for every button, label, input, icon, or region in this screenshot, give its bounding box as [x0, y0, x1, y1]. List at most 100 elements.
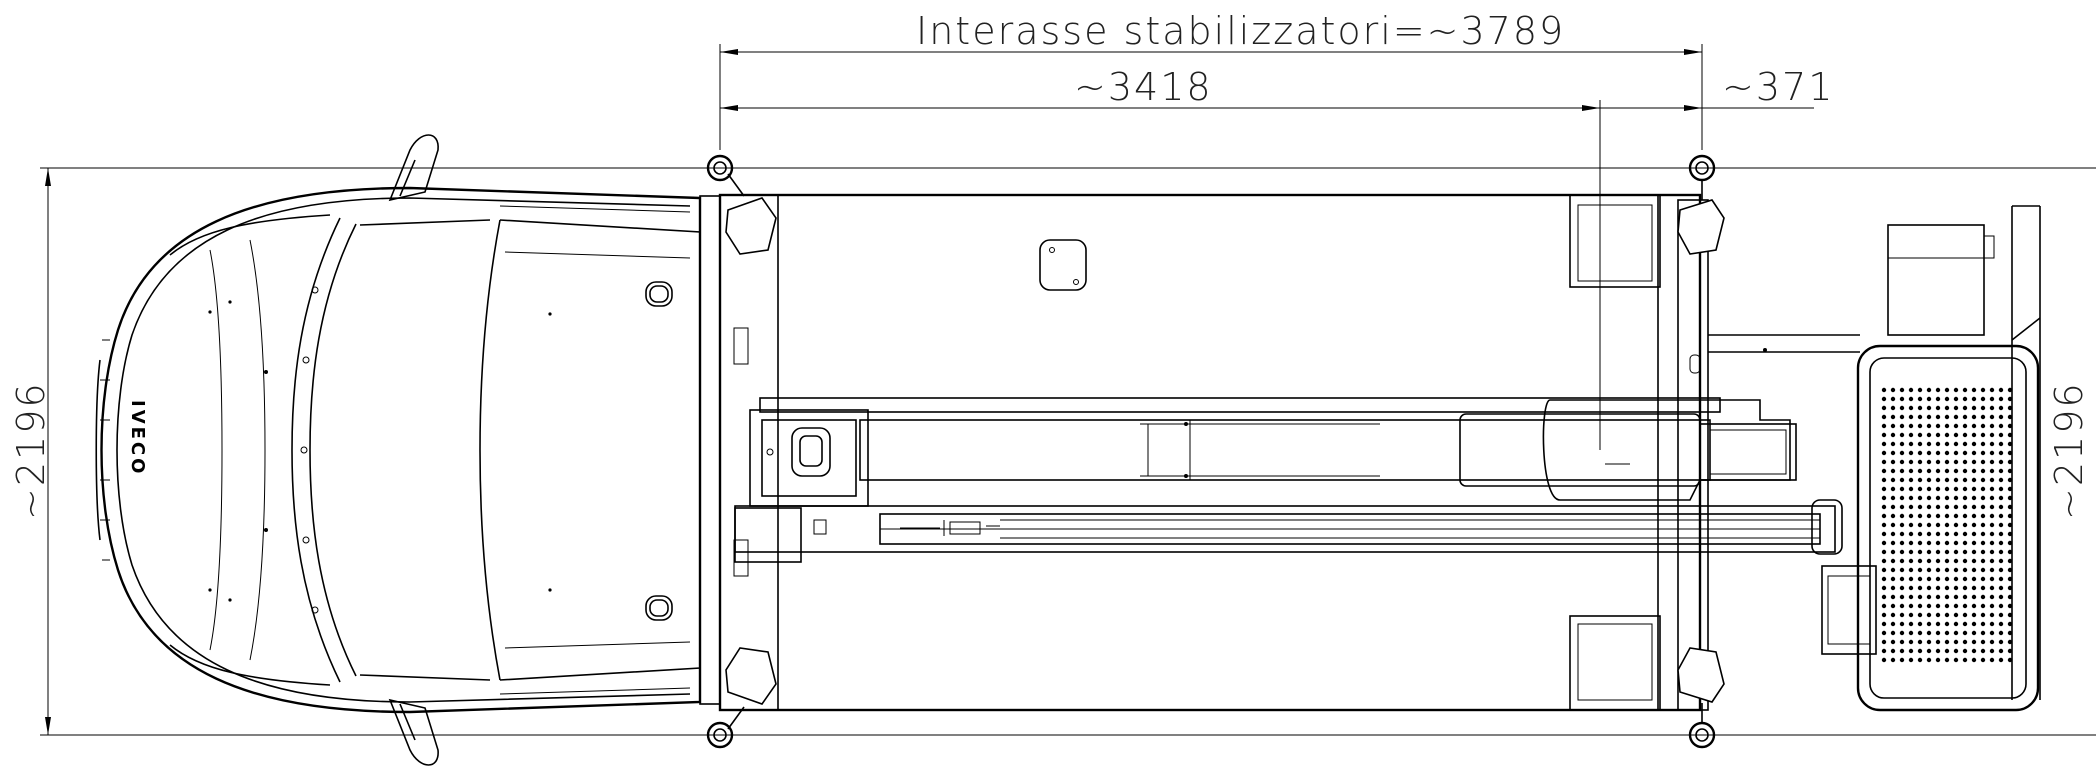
perforation-dot — [1962, 495, 1968, 501]
perforation-dot — [1980, 486, 1986, 492]
perforation-dot — [1953, 396, 1959, 402]
perforation-dot — [1953, 486, 1959, 492]
perforation-dot — [1926, 396, 1932, 402]
perforation-dot — [1890, 513, 1896, 519]
perforation-dot — [1926, 432, 1932, 438]
perforation-dot — [1962, 513, 1968, 519]
perforation-dot — [2007, 441, 2013, 447]
perforation-dot — [1971, 423, 1977, 429]
perforation-dot — [1926, 468, 1932, 474]
perforation-dot — [1998, 459, 2004, 465]
perforation-dot — [1881, 648, 1887, 654]
perforation-dot — [1962, 576, 1968, 582]
perforation-dot — [1980, 387, 1986, 393]
perforation-dot — [1998, 630, 2004, 636]
perforation-dot — [1881, 531, 1887, 537]
perforation-dot — [1926, 495, 1932, 501]
perforation-dot — [1890, 387, 1896, 393]
perforation-dot — [1998, 567, 2004, 573]
perforation-dot — [1953, 504, 1959, 510]
perforation-dot — [1980, 459, 1986, 465]
perforation-dot — [1998, 405, 2004, 411]
perforation-dot — [1917, 441, 1923, 447]
perforation-dot — [1917, 504, 1923, 510]
perforation-dot — [1908, 396, 1914, 402]
iveco-logo: IVECO — [127, 400, 148, 476]
perforation-dot — [1989, 450, 1995, 456]
perforation-dot — [1998, 648, 2004, 654]
perforation-dot — [1899, 441, 1905, 447]
perforation-dot — [1908, 486, 1914, 492]
perforation-dot — [1935, 567, 1941, 573]
perforation-dot — [1944, 630, 1950, 636]
perforation-dot — [1953, 639, 1959, 645]
perforation-dot — [1971, 648, 1977, 654]
perforation-dot — [1917, 630, 1923, 636]
perforation-dot — [1917, 477, 1923, 483]
perforation-dot — [1899, 603, 1905, 609]
perforation-dot — [1980, 495, 1986, 501]
platform-body — [699, 193, 1860, 712]
perforation-dot — [1890, 648, 1896, 654]
perforation-dot — [1971, 657, 1977, 663]
perforation-dot — [1917, 594, 1923, 600]
perforation-dot — [1935, 495, 1941, 501]
perforation-dot — [1989, 432, 1995, 438]
perforation-dot — [2007, 450, 2013, 456]
perforation-dot — [1935, 639, 1941, 645]
perforation-dot — [1962, 531, 1968, 537]
perforation-dot — [1971, 558, 1977, 564]
perforation-dot — [1890, 504, 1896, 510]
perforation-dot — [1953, 594, 1959, 600]
perforation-dot — [1881, 468, 1887, 474]
perforation-dot — [1917, 612, 1923, 618]
perforation-dot — [1971, 549, 1977, 555]
perforation-dot — [1935, 522, 1941, 528]
perforation-dot — [1962, 585, 1968, 591]
perforation-dot — [1917, 531, 1923, 537]
perforation-dot — [1998, 450, 2004, 456]
perforation-dot — [2007, 648, 2013, 654]
perforation-dot — [1980, 405, 1986, 411]
perforation-dot — [1881, 639, 1887, 645]
perforation-dot — [1953, 531, 1959, 537]
perforation-dot — [1890, 522, 1896, 528]
perforation-dot — [1953, 414, 1959, 420]
perforation-dot — [1998, 387, 2004, 393]
perforation-dot — [1962, 621, 1968, 627]
perforation-dot — [1890, 477, 1896, 483]
perforation-dot — [1926, 549, 1932, 555]
perforation-dot — [1935, 630, 1941, 636]
perforation-dot — [1917, 657, 1923, 663]
perforation-dot — [1899, 522, 1905, 528]
perforation-dot — [1890, 612, 1896, 618]
perforation-dot — [1890, 414, 1896, 420]
perforation-dot — [1998, 612, 2004, 618]
perforation-dot — [1890, 405, 1896, 411]
boom-assembly — [734, 397, 1843, 563]
perforation-dot — [1953, 450, 1959, 456]
perforation-dot — [1890, 639, 1896, 645]
perforation-dot — [1935, 504, 1941, 510]
perforation-dot — [1935, 513, 1941, 519]
perforation-dot — [1980, 585, 1986, 591]
perforation-dot — [1926, 459, 1932, 465]
perforation-dot — [1935, 432, 1941, 438]
perforation-dot — [1962, 387, 1968, 393]
perforation-dot — [1899, 540, 1905, 546]
perforation-dot — [1962, 468, 1968, 474]
perforation-dot — [1899, 657, 1905, 663]
perforation-dot — [1971, 477, 1977, 483]
perforation-dot — [1962, 459, 1968, 465]
perforation-dot — [1917, 396, 1923, 402]
perforation-dot — [1917, 576, 1923, 582]
perforation-dot — [1980, 522, 1986, 528]
perforation-dot — [1908, 576, 1914, 582]
perforation-dot — [1971, 387, 1977, 393]
perforation-dot — [1953, 621, 1959, 627]
perforation-dot — [1908, 432, 1914, 438]
perforation-dot — [1998, 432, 2004, 438]
perforation-dot — [1890, 441, 1896, 447]
perforation-dot — [1998, 621, 2004, 627]
perforation-dot — [1989, 657, 1995, 663]
